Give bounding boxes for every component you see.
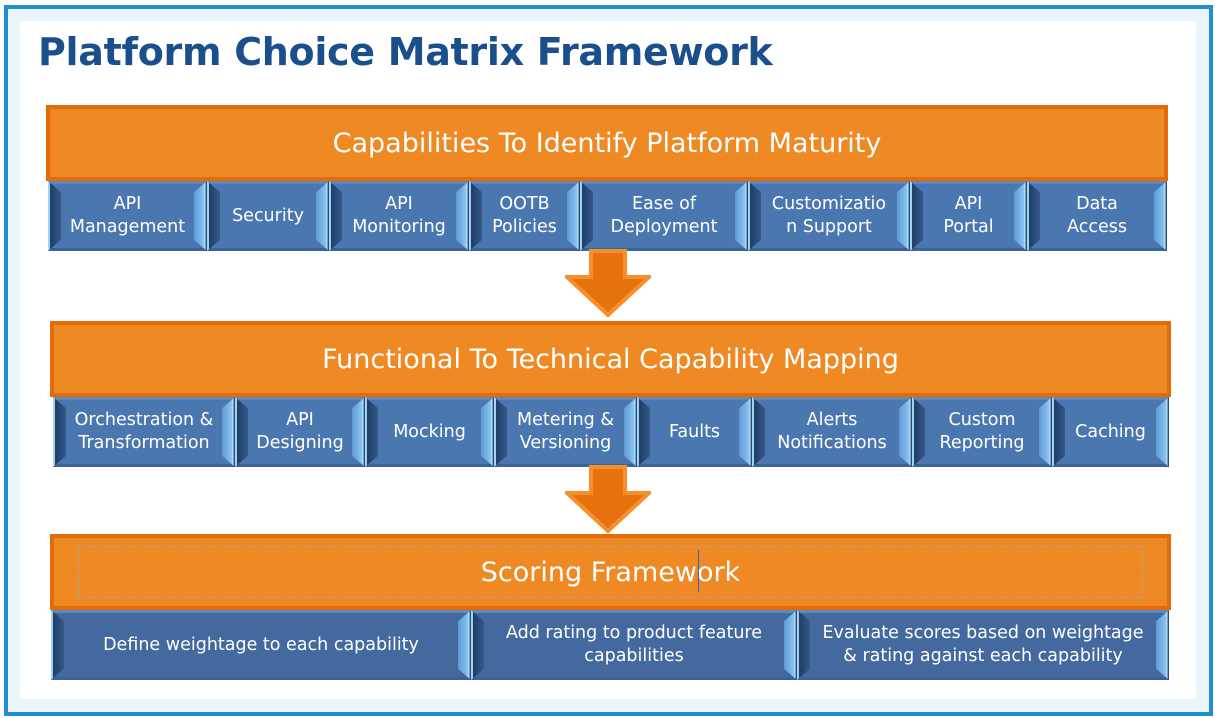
mapping-label: Faults	[668, 421, 721, 442]
mapping-box[interactable]: Faults	[637, 397, 752, 467]
section-header-label: Capabilities To Identify Platform Maturi…	[332, 127, 882, 159]
scoring-step-box[interactable]: Define weightage to each capability	[51, 610, 471, 680]
down-arrow-icon	[565, 249, 651, 318]
scoring-step-box[interactable]: Evaluate scores based on weightage& rati…	[797, 610, 1169, 680]
section-header-mapping[interactable]: Functional To Technical Capability Mappi…	[50, 321, 1171, 397]
mapping-label: Caching	[1075, 421, 1146, 442]
section-header-scoring[interactable]: Scoring Framework	[50, 534, 1171, 610]
mapping-box[interactable]: Orchestration &Transformation	[53, 397, 235, 467]
section-header-label[interactable]: Scoring Framework	[480, 556, 741, 588]
mapping-label: Orchestration &Transformation	[74, 410, 214, 453]
mapping-label: Metering &Versioning	[517, 410, 614, 453]
down-arrow-icon	[565, 465, 651, 534]
text-cursor	[698, 550, 699, 592]
capability-label: Security	[232, 205, 304, 226]
scoring-row: Define weightage to each capability Add …	[51, 610, 1169, 680]
section-header-label: Functional To Technical Capability Mappi…	[322, 343, 899, 375]
scoring-step-label: Define weightage to each capability	[103, 634, 419, 655]
mapping-box[interactable]: Mocking	[365, 397, 494, 467]
page-title: Platform Choice Matrix Framework	[38, 30, 773, 74]
section-header-capabilities[interactable]: Capabilities To Identify Platform Maturi…	[46, 105, 1168, 181]
capability-box[interactable]: Security	[207, 181, 329, 251]
mapping-box[interactable]: Caching	[1052, 397, 1169, 467]
mapping-label: Mocking	[393, 421, 466, 442]
mapping-box[interactable]: Metering &Versioning	[494, 397, 637, 467]
scoring-step-label: Evaluate scores based on weightage& rati…	[822, 623, 1144, 666]
